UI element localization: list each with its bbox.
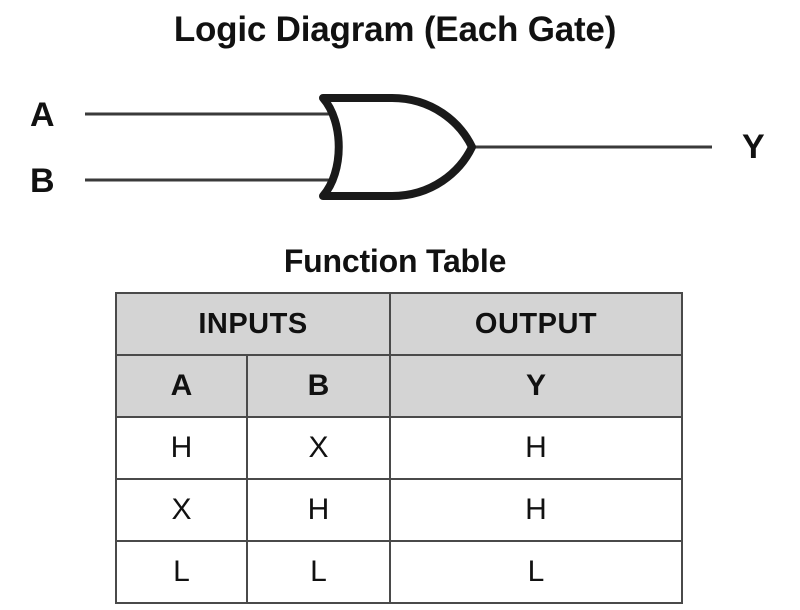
- column-header-y: Y: [389, 354, 683, 418]
- table-group-header-row: INPUTS OUTPUT: [115, 292, 683, 356]
- table-body: H X H X H H L L L: [115, 416, 683, 604]
- or-gate-graphic: [85, 94, 712, 200]
- input-label-b: B: [30, 162, 55, 200]
- function-table-title: Function Table: [283, 243, 507, 279]
- output-label-y: Y: [742, 128, 765, 166]
- table-row: X H H: [115, 478, 683, 542]
- function-table: INPUTS OUTPUT A B Y H X H X H H L L L: [115, 292, 683, 604]
- cell-y: H: [389, 478, 683, 542]
- cell-a: X: [115, 478, 248, 542]
- cell-a: L: [115, 540, 248, 604]
- table-header: INPUTS OUTPUT A B Y: [115, 292, 683, 418]
- or-gate-body: [319, 94, 476, 200]
- input-label-a: A: [30, 96, 55, 134]
- cell-a: H: [115, 416, 248, 480]
- group-header-output: OUTPUT: [389, 292, 683, 356]
- column-header-a: A: [115, 354, 248, 418]
- cell-y: H: [389, 416, 683, 480]
- table-column-header-row: A B Y: [115, 354, 683, 418]
- table-row: L L L: [115, 540, 683, 604]
- cell-b: X: [246, 416, 391, 480]
- cell-b: L: [246, 540, 391, 604]
- cell-b: H: [246, 478, 391, 542]
- table-row: H X H: [115, 416, 683, 480]
- group-header-inputs: INPUTS: [115, 292, 391, 356]
- page-title: Logic Diagram (Each Gate): [173, 10, 617, 49]
- column-header-b: B: [246, 354, 391, 418]
- cell-y: L: [389, 540, 683, 604]
- logic-diagram: A B Y: [0, 60, 800, 230]
